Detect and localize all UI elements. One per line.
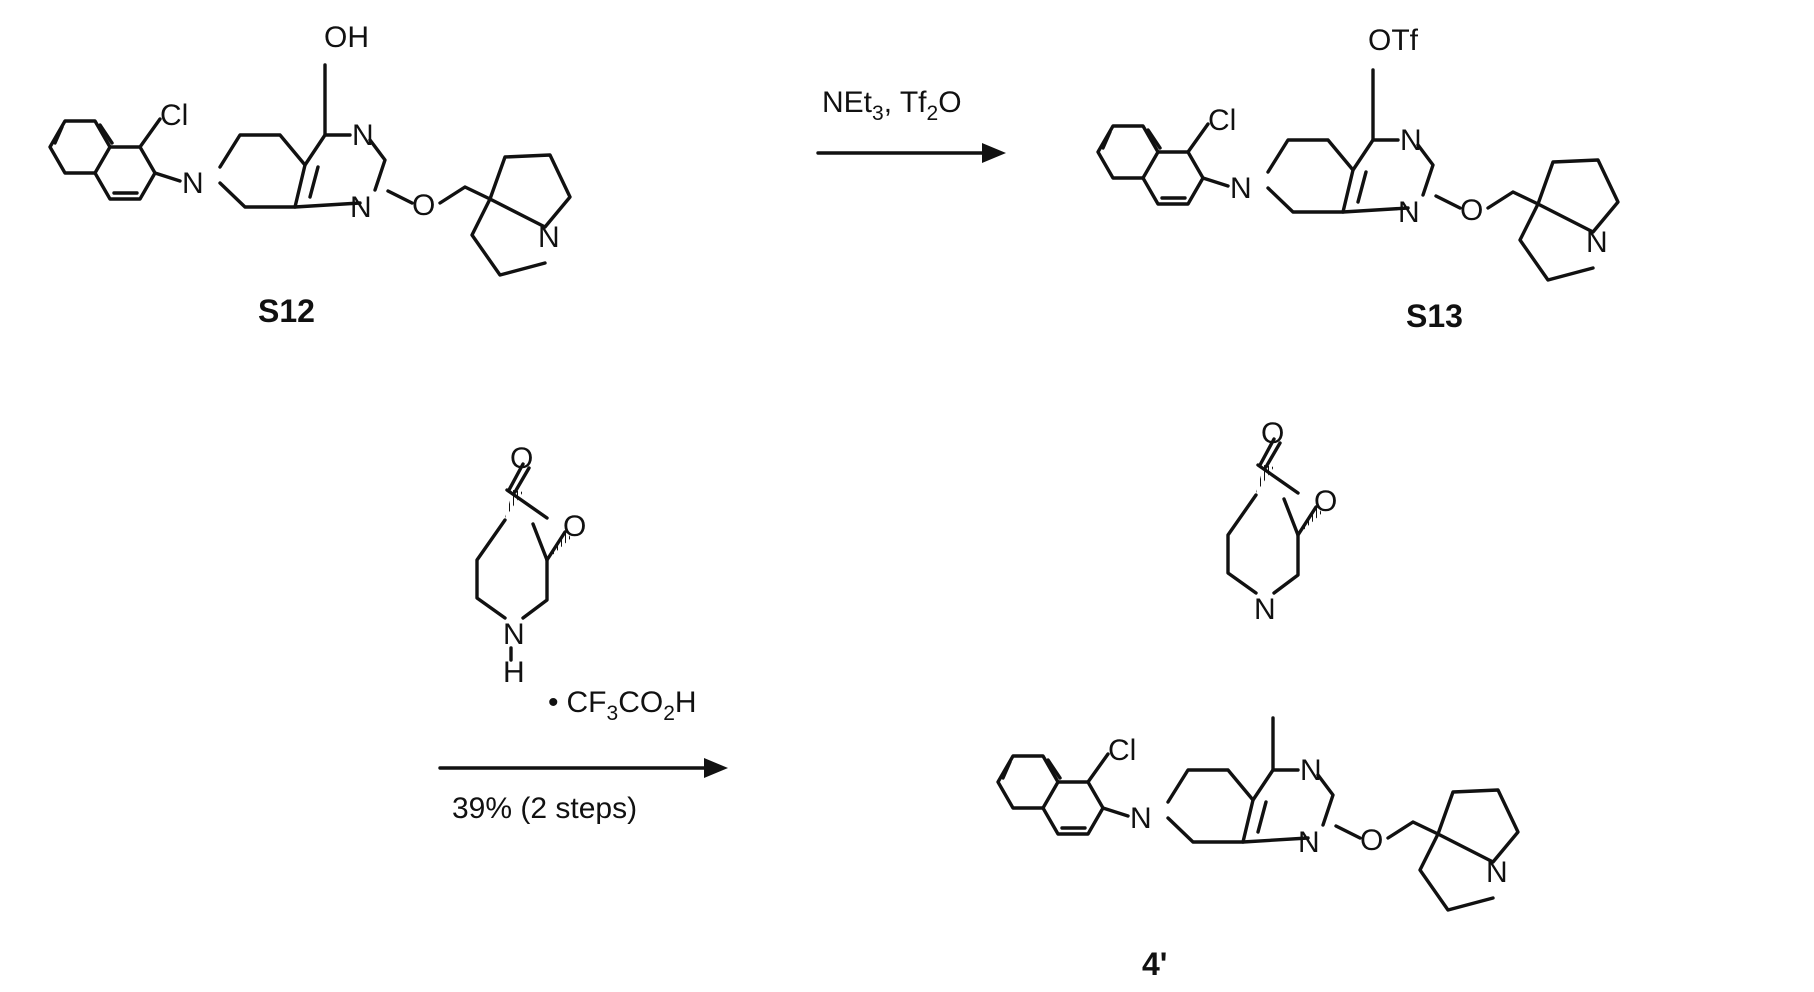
atom-label-nh-h: H xyxy=(503,656,525,689)
compound-label-product: 4' xyxy=(1142,946,1167,982)
salt-label: •CF3CO2H xyxy=(548,686,697,725)
atom-label-nh-n: N xyxy=(503,618,525,651)
reaction-arrow-1 xyxy=(818,143,1006,163)
compound-s12: OH xyxy=(50,21,570,275)
step2-yield: 39% (2 steps) xyxy=(452,792,637,825)
reaction-arrow-2 xyxy=(440,758,728,778)
s12-substituent: OH xyxy=(324,21,369,54)
compound-product: N xyxy=(998,417,1518,910)
product-amine-n: N xyxy=(1254,593,1276,626)
lactone-amine-reagent: N H xyxy=(477,442,586,689)
compound-label-s13: S13 xyxy=(1406,298,1463,334)
compound-s13: OTf xyxy=(1098,24,1618,280)
step1-reagents: NEt3, Tf2O xyxy=(822,86,962,125)
s13-substituent: OTf xyxy=(1368,24,1419,57)
compound-label-s12: S12 xyxy=(258,293,315,329)
